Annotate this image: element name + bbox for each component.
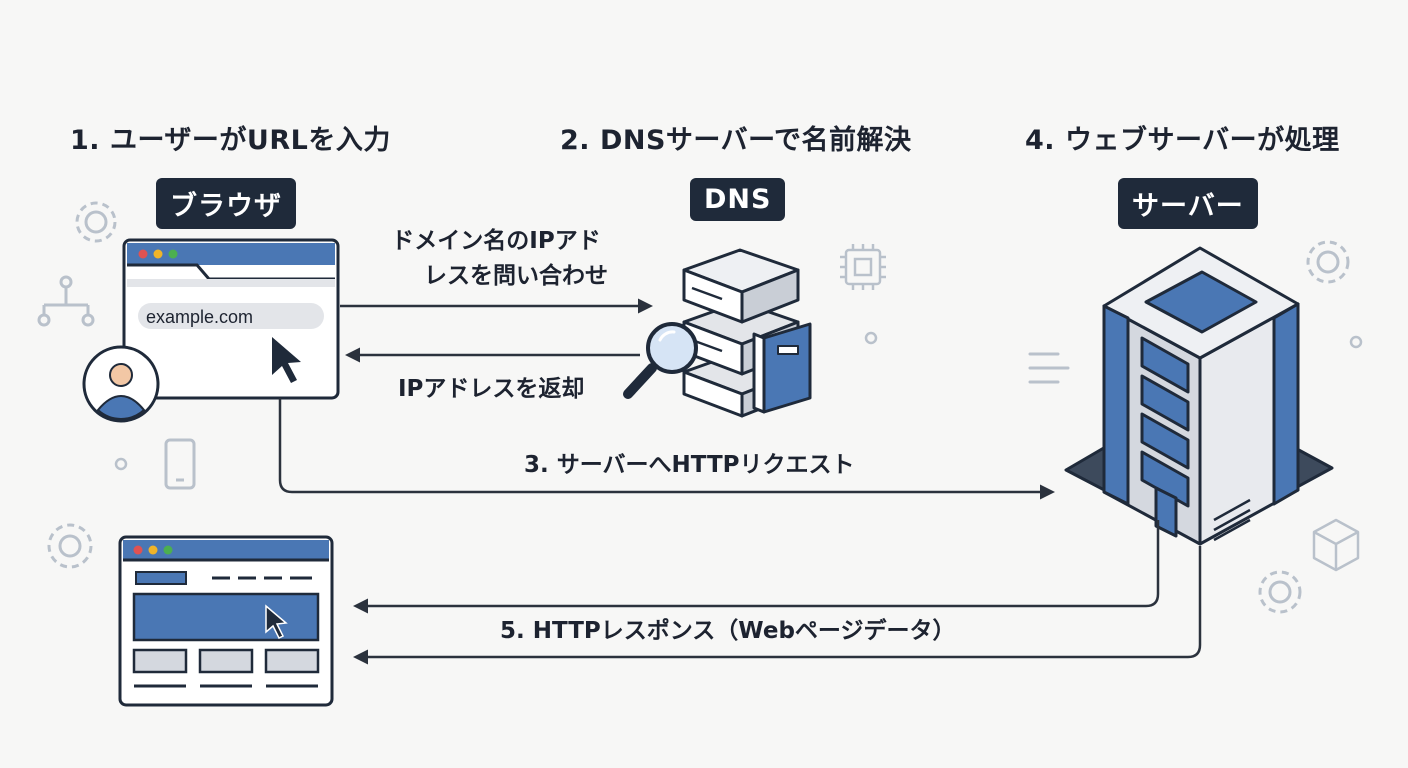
- http-response-label: 5. HTTPレスポンス（Webページデータ）: [500, 618, 956, 644]
- gear-icon: [1306, 240, 1350, 284]
- address-bar-text: example.com: [146, 307, 253, 327]
- gear-icon: [75, 201, 117, 243]
- cursor-icon: [265, 604, 288, 640]
- book-icon: [752, 322, 812, 414]
- result-webpage-window: [118, 535, 334, 707]
- gear-icon: [1258, 570, 1302, 614]
- browser-window: example.com: [122, 238, 340, 400]
- magnifier-icon: [623, 322, 698, 399]
- dot-decoration: [864, 331, 878, 345]
- cube-icon: [1312, 518, 1360, 572]
- dns-query-label: ドメイン名のIPアド レスを問い合わせ: [366, 224, 626, 293]
- step4-title: 4. ウェブサーバーが処理: [1025, 125, 1340, 156]
- dns-reply-label: IPアドレスを返却: [398, 376, 585, 402]
- smartphone-icon: [164, 438, 196, 490]
- step1-title: 1. ユーザーがURLを入力: [70, 125, 391, 156]
- dns-query-label-line2: レスを問い合わせ: [424, 262, 608, 289]
- http-response-arrow-lower: [353, 546, 1202, 665]
- gear-icon: [47, 523, 93, 569]
- dot-decoration: [114, 457, 128, 471]
- step2-title: 2. DNSサーバーで名前解決: [560, 125, 912, 156]
- network-icon: [37, 275, 95, 327]
- lines-icon: [1028, 352, 1070, 384]
- http-request-label: 3. サーバーへHTTPリクエスト: [524, 452, 855, 478]
- http-response-arrow-upper: [353, 520, 1160, 614]
- user-avatar-icon: [82, 345, 160, 423]
- address-bar[interactable]: [138, 303, 324, 329]
- http-request-arrow: [278, 398, 1055, 500]
- cursor-icon: [272, 337, 301, 383]
- web-server-icon: [1064, 246, 1334, 546]
- dns-query-label-line1: ドメイン名のIPアド: [391, 228, 601, 254]
- browser-badge: ブラウザ: [156, 178, 296, 229]
- server-badge: サーバー: [1118, 178, 1258, 229]
- dns-badge: DNS: [690, 178, 786, 221]
- chip-icon: [840, 244, 886, 290]
- dot-decoration: [1349, 335, 1363, 349]
